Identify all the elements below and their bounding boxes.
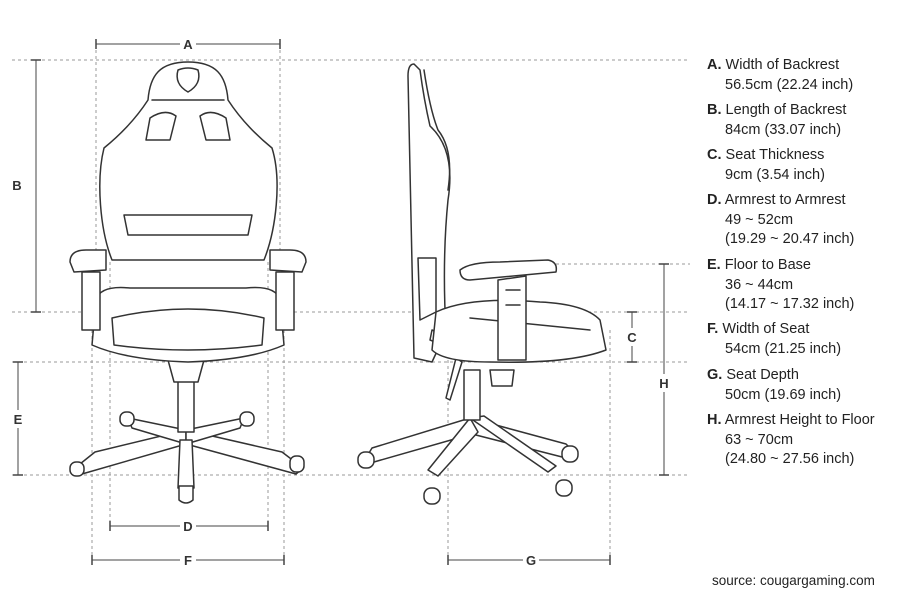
spec-item-a: A. Width of Backrest 56.5cm (22.24 inch) [707, 56, 853, 95]
spec-item-g: G. Seat Depth 50cm (19.69 inch) [707, 366, 841, 405]
spec-key: A. [707, 57, 722, 73]
label-f: F [184, 553, 192, 568]
spec-value: 54cm (21.25 inch) [725, 340, 842, 357]
spec-title: Length of Backrest [725, 102, 847, 118]
spec-value: (14.17 ~ 17.32 inch) [725, 296, 855, 312]
spec-title: Floor to Base [724, 257, 811, 273]
spec-title: Seat Thickness [725, 147, 825, 163]
spec-title: Width of Backrest [725, 57, 840, 73]
spec-key: E. [707, 257, 721, 273]
label-h: H [659, 376, 668, 391]
spec-title: Width of Seat [722, 321, 810, 337]
label-d: D [183, 519, 192, 534]
spec-item-e: E. Floor to Base 36 ~ 44cm (14.17 ~ 17.3… [707, 256, 854, 315]
spec-value: 84cm (33.07 inch) [725, 121, 842, 138]
spec-value: 56.5cm (22.24 inch) [725, 76, 854, 93]
spec-item-h: H. Armrest Height to Floor 63 ~ 70cm (24… [707, 411, 875, 470]
spec-key: H. [707, 412, 722, 428]
spec-value: 50cm (19.69 inch) [725, 386, 842, 403]
spec-value: (19.29 ~ 20.47 inch) [725, 231, 855, 247]
spec-title: Armrest Height to Floor [724, 412, 875, 428]
spec-value: (24.80 ~ 27.56 inch) [725, 451, 855, 467]
label-a: A [183, 37, 193, 52]
spec-value: 49 ~ 52cm [725, 211, 794, 228]
spec-key: F. [707, 321, 719, 337]
spec-title: Armrest to Armrest [724, 192, 846, 208]
label-g: G [526, 553, 536, 568]
spec-item-d: D. Armrest to Armrest 49 ~ 52cm (19.29 ~… [707, 191, 854, 250]
spec-key: G. [707, 367, 723, 383]
spec-item-c: C. Seat Thickness 9cm (3.54 inch) [707, 146, 825, 185]
spec-item-f: F. Width of Seat 54cm (21.25 inch) [707, 320, 841, 359]
label-c: C [627, 330, 637, 345]
spec-key: D. [707, 192, 722, 208]
source-credit: source: cougargaming.com [712, 573, 875, 588]
spec-value: 9cm (3.54 inch) [725, 166, 825, 183]
spec-value: 63 ~ 70cm [725, 431, 794, 448]
spec-item-b: B. Length of Backrest 84cm (33.07 inch) [707, 101, 846, 140]
spec-key: C. [707, 147, 722, 163]
chair-front-view [69, 61, 307, 504]
spec-title: Seat Depth [726, 367, 799, 383]
spec-value: 36 ~ 44cm [725, 276, 794, 293]
dimension-labels: A B C D E F G H [8, 35, 672, 569]
label-e: E [14, 412, 23, 427]
spec-key: B. [707, 102, 722, 118]
chair-side-view [357, 63, 607, 505]
label-b: B [12, 178, 21, 193]
